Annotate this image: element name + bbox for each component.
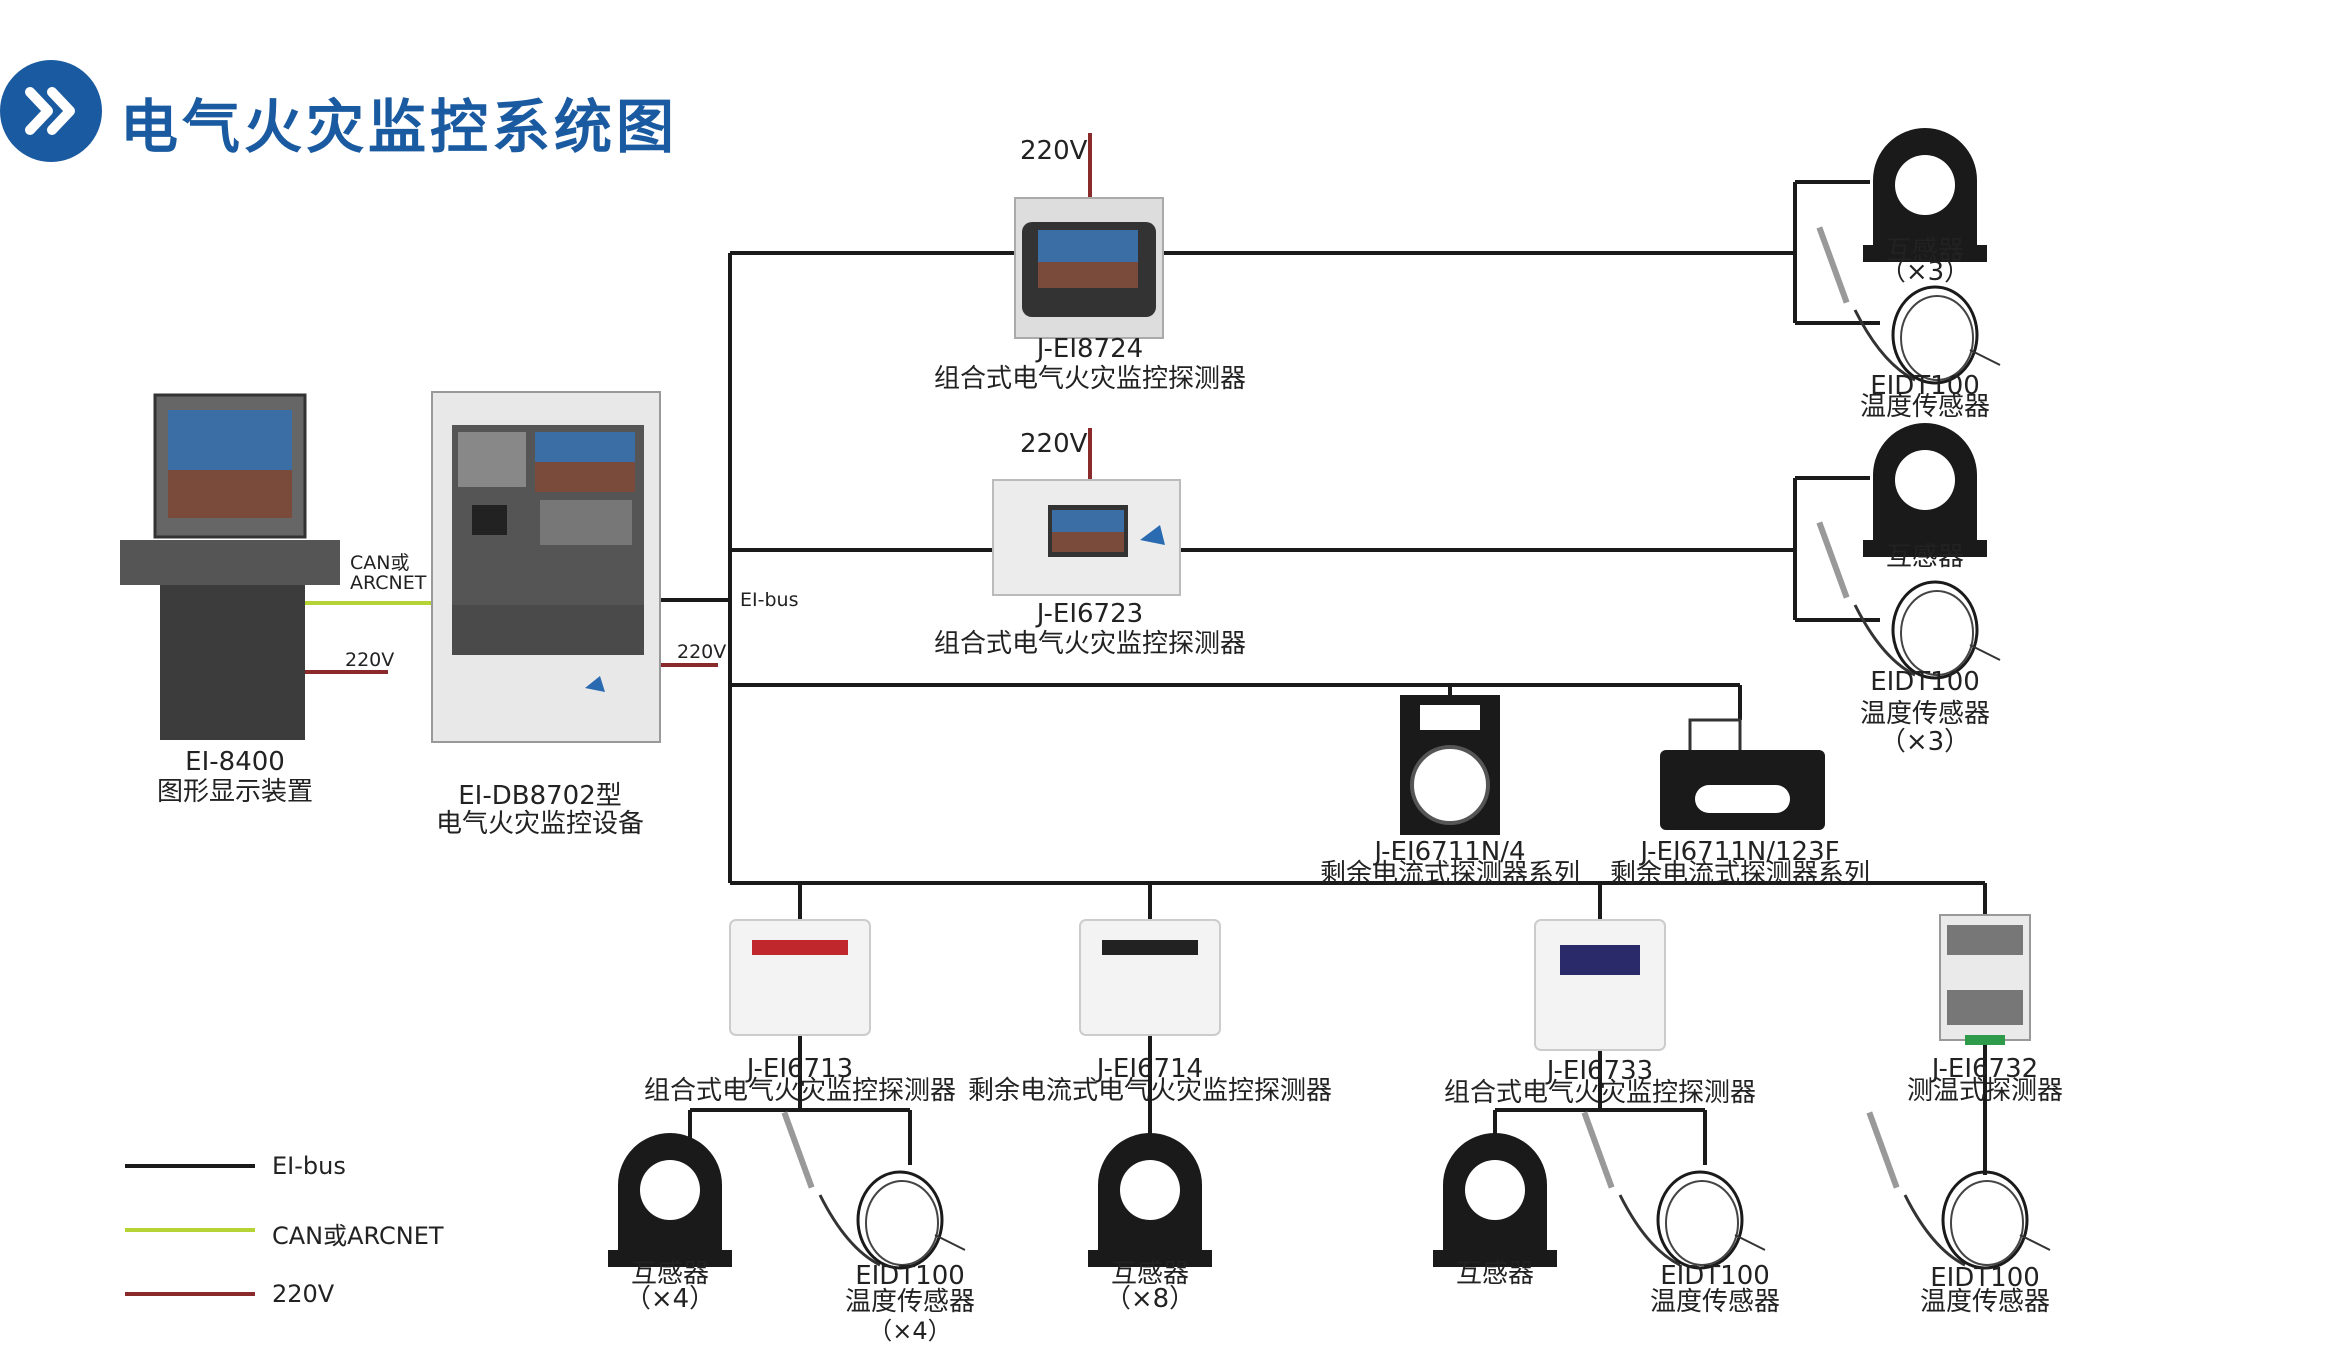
ei6711n123f-name: 剩余电流式探测器系列 [1609,859,1870,889]
ei8400-model: EI-8400 [185,747,285,777]
ct-count-b2: （×8） [1104,1284,1196,1314]
ei6711n123f-model: J-EI6711N/123F [1640,837,1840,867]
temp-model-r2: EIDT100 [1870,667,1980,697]
ei6711n123f-device [1660,718,1825,830]
ei6732-model: J-EI6732 [1931,1054,2039,1084]
ei6714-model: J-EI6714 [1096,1054,1204,1084]
temp-count-b1: （×4） [868,1317,952,1345]
ei8400-name: 图形显示装置 [156,777,313,807]
ct-count-b1: （×4） [624,1284,716,1314]
ei8724-name: 组合式电气火灾监控探测器 [933,364,1246,394]
ei6711n4-name: 剩余电流式探测器系列 [1319,859,1580,889]
ct-icon [608,1133,732,1267]
ei-bus-lines [125,180,1987,1175]
power-220v-lines [125,133,1092,1296]
temp-model-b3: EIDT100 [1660,1261,1770,1291]
page-title: 电气火灾监控系统图 [120,93,679,161]
ct-label-r1: 互感器 [1885,236,1964,266]
temp-label-b3: 温度传感器 [1649,1287,1780,1317]
temp-model-r1: EIDT100 [1870,371,1980,401]
db8702-name: 电气火灾监控设备 [435,809,644,839]
can-label-2: ARCNET [350,572,427,594]
temp-sensor-icon [780,1109,967,1270]
ct-label-b3: 互感器 [1455,1259,1534,1289]
ei6711n4-model: J-EI6711N/4 [1374,837,1526,867]
ct-icon [1863,423,1987,557]
legend-can-arcnet: CAN或ARCNET [272,1222,444,1250]
ct-label-r2: 互感器 [1885,542,1964,572]
ei6733-name: 组合式电气火灾监控探测器 [1443,1078,1756,1108]
legend-220v: 220V [272,1280,335,1308]
double-chevron-icon [25,87,75,135]
ei6723-device [992,479,1181,596]
ct-icon [1433,1133,1557,1267]
power-label-db8702: 220V [677,641,727,663]
temp-label-b4: 温度传感器 [1919,1287,2050,1317]
ct-label-b2: 互感器 [1110,1259,1189,1289]
ct-label-b1: 互感器 [630,1259,709,1289]
ei-bus-label: EI-bus [740,589,799,611]
can-label-1: CAN或 [350,552,410,574]
temp-model-b4: EIDT100 [1930,1263,2040,1293]
ei6713-model: J-EI6713 [746,1054,854,1084]
ct-icon [1088,1133,1212,1267]
ei8724-device [1014,197,1164,339]
ei6713-name: 组合式电气火灾监控探测器 [643,1076,956,1106]
can-arcnet-lines [125,601,432,1232]
ei6711n4-device [1400,695,1500,835]
ct-count-r1: （×3） [1879,257,1971,287]
title-chevron-icon [0,60,102,162]
db8702-model: EI-DB8702型 [458,781,622,811]
temp-label-b1: 温度传感器 [844,1287,975,1317]
temp-sensor-icon [1580,1109,1767,1270]
temp-label-r2: 温度传感器 [1859,699,1990,729]
ei6723-model: J-EI6723 [1036,599,1144,629]
ei8724-model: J-EI8724 [1036,334,1144,364]
power-label-ei8400: 220V [345,649,395,671]
ei6723-name: 组合式电气火灾监控探测器 [933,629,1246,659]
ei6732-device [1939,914,2031,1045]
legend-ei-bus: EI-bus [272,1152,346,1180]
temp-model-b1: EIDT100 [855,1261,965,1291]
temp-sensor-icon [1865,1109,2052,1270]
temp-label-r1: 温度传感器 [1859,392,1990,422]
temp-count-r2: （×3） [1879,727,1971,757]
ei6733-model: J-EI6733 [1546,1056,1654,1086]
ei6723-power-label: 220V [1020,429,1088,459]
ei8400-device [120,393,340,740]
ei6714-name: 剩余电流式电气火灾监控探测器 [967,1076,1332,1106]
ei6732-name: 测温式探测器 [1906,1076,2063,1106]
ei6713-device [729,919,871,1036]
db8702-device [431,391,661,743]
ei8724-power-label: 220V [1020,136,1088,166]
ei6714-device [1079,919,1221,1036]
ei6733-device [1534,919,1666,1051]
